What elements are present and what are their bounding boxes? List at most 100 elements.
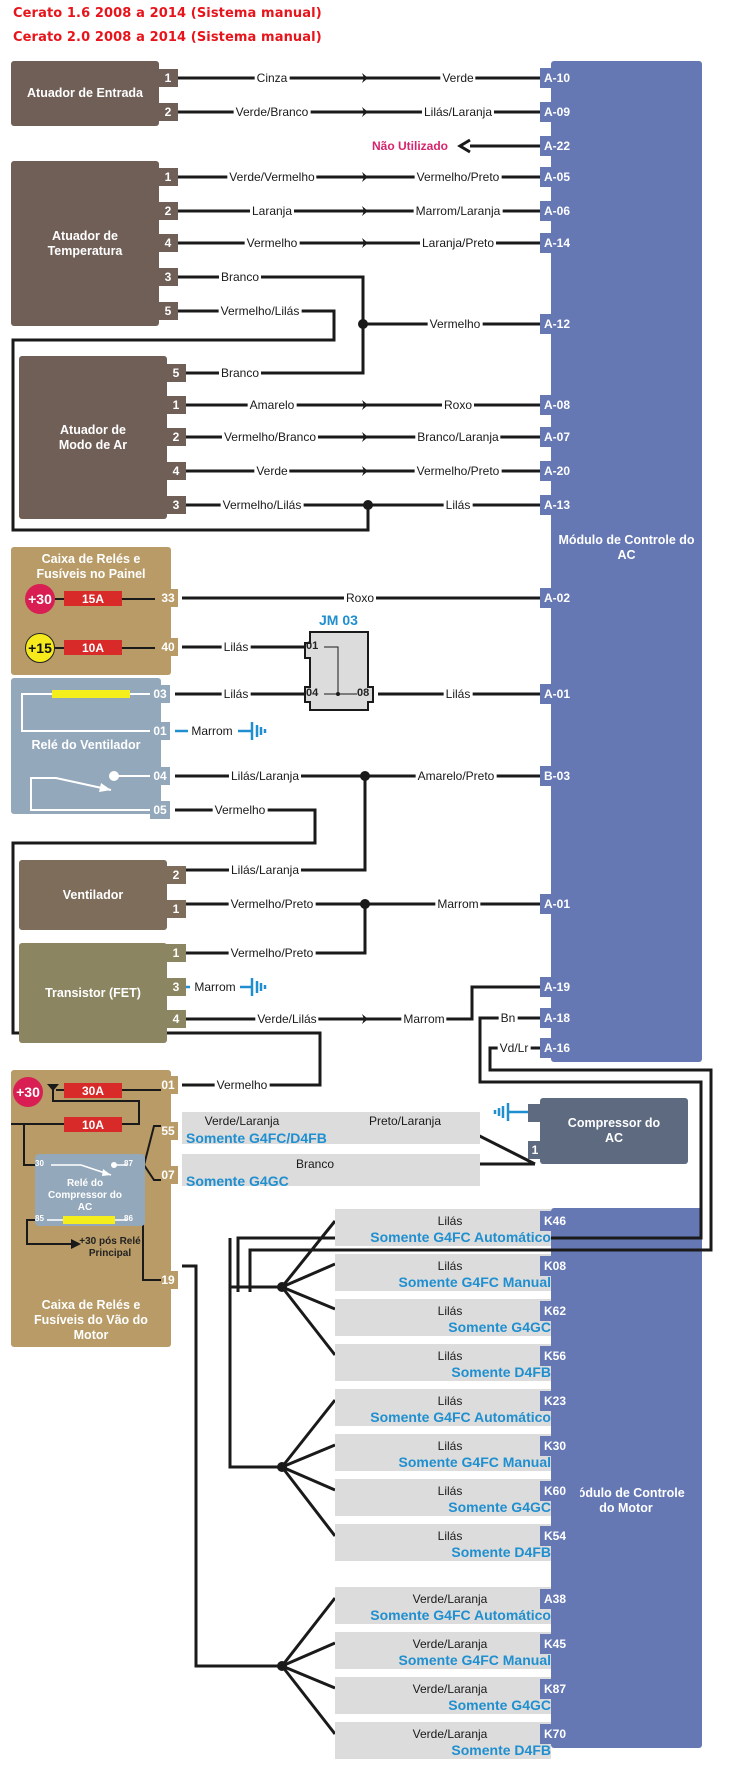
- ac-module-pin: A-09: [540, 102, 580, 122]
- ecm-variant-label: Somente G4FC Automático: [370, 1409, 551, 1425]
- compressor-relay-label: Relé do Compressor do AC: [48, 1178, 122, 1213]
- wire-label: Lilás: [435, 1349, 465, 1363]
- wire-label: Lilás: [435, 1214, 465, 1228]
- pin: 4: [158, 234, 178, 252]
- wire-label: Cinza: [254, 71, 290, 85]
- ecm-pin: K56: [540, 1346, 580, 1366]
- wire-label: Lilás/Laranja: [421, 105, 495, 119]
- wire: [280, 1597, 337, 1667]
- wire: [182, 1264, 282, 1668]
- wire: [280, 1286, 337, 1356]
- ac-module-pin: A-07: [540, 427, 580, 447]
- wire-label: Vd/Lr: [497, 1041, 531, 1055]
- wire: [280, 1399, 337, 1468]
- wire-label: Lilás/Laranja: [228, 769, 302, 783]
- atuador-temperatura: Atuador de Temperatura: [11, 161, 159, 326]
- pin: 1: [166, 944, 186, 962]
- wire: [248, 1046, 713, 1292]
- wire-label: Lilás: [443, 498, 473, 512]
- ecm-pin: K70: [540, 1724, 580, 1744]
- ecm-variant-label: Somente G4FC Automático: [370, 1229, 551, 1245]
- component-label: Atuador de Modo de Ar: [58, 422, 128, 452]
- wire-label: Marrom: [189, 724, 235, 738]
- ecm-pin: K23: [540, 1391, 580, 1411]
- ecm-label: Módulo de Controle do Motor: [567, 1486, 685, 1515]
- wire-label: Vermelho: [427, 317, 483, 331]
- ac-module-pin: A-05: [540, 167, 580, 187]
- pin: 3: [166, 978, 186, 996]
- ac-module-pin: A-01: [540, 684, 580, 704]
- arrow-left-icon: [457, 138, 471, 154]
- ground-group: [175, 722, 533, 1121]
- wire-label: Vermelho/Preto: [414, 464, 502, 478]
- wire-label: Verde: [440, 71, 476, 85]
- splice-dot: [277, 1462, 287, 1472]
- ac-module-pin: A-19: [540, 977, 580, 997]
- wire-label: Vermelho/Lilás: [218, 304, 302, 318]
- wire-label: Preto/Laranja: [366, 1114, 444, 1128]
- wire: [281, 1262, 336, 1289]
- ac-module-pin: A-06: [540, 201, 580, 221]
- main-relay-note: +30 pós Relé Principal: [79, 1236, 141, 1259]
- wire-label: Lilás: [435, 1394, 465, 1408]
- ecm-pin: K87: [540, 1679, 580, 1699]
- splice-dot: [360, 899, 370, 909]
- supply-15-badge: +15: [25, 633, 55, 663]
- wire-label: Marrom/Laranja: [413, 204, 503, 218]
- wire-label: Verde/Laranja: [410, 1727, 490, 1741]
- pin: 1: [158, 168, 178, 186]
- pin: 4: [166, 462, 186, 480]
- connector-icon: [362, 172, 368, 182]
- ac-module-pin: A-18: [540, 1008, 580, 1028]
- ecm-pin: K30: [540, 1436, 580, 1456]
- wire: [175, 774, 367, 872]
- connector-icon: [362, 432, 368, 442]
- connector-icon: [362, 1014, 368, 1024]
- ecm-variant-label: Somente G4FC Automático: [370, 1607, 551, 1623]
- splice-dot: [363, 500, 373, 510]
- connector-icon: [362, 238, 368, 248]
- component-label: Caixa de Relés e Fusíveis no Painel: [36, 552, 146, 581]
- pin: 1: [166, 396, 186, 414]
- pin: 55: [158, 1122, 178, 1140]
- wire-label: Vermelho: [244, 236, 300, 250]
- wire-label: Lilás: [221, 687, 251, 701]
- connector-icon: [362, 206, 368, 216]
- component-label: Atuador de Temperatura: [47, 228, 123, 258]
- wire-label: Amarelo: [247, 398, 297, 412]
- wire-label: Lilás: [221, 640, 251, 654]
- pin: 01: [150, 722, 170, 740]
- component-label: Relé do Ventilador: [31, 738, 141, 752]
- pin: 04: [150, 767, 170, 785]
- wire-label: Vermelho/Preto: [228, 897, 316, 911]
- wire: [281, 1285, 336, 1311]
- ecm-pin: K54: [540, 1526, 580, 1546]
- jm03-connector: [304, 631, 374, 711]
- wire: [281, 1465, 336, 1492]
- ac-module-pin: A-08: [540, 395, 580, 415]
- ac-compressor: Compressor do AC: [540, 1098, 688, 1164]
- unused-label: Não Utilizado: [372, 139, 449, 153]
- wire-label: Verde/Laranja: [410, 1592, 490, 1606]
- wire: [11, 808, 322, 1087]
- pin: 3: [166, 496, 186, 514]
- pin: 19: [158, 1271, 178, 1289]
- wire: [236, 1016, 703, 1292]
- wire: [228, 1238, 282, 1469]
- component-label: Transistor (FET): [45, 985, 141, 1000]
- component-label: Compressor do AC: [567, 1116, 661, 1145]
- ecm-pin: K08: [540, 1256, 580, 1276]
- wire-label: Marrom: [192, 980, 238, 994]
- ecm-variant-label: Somente G4GC: [448, 1499, 551, 1515]
- pin: 1: [166, 900, 186, 918]
- fan: Ventilador: [19, 860, 167, 930]
- wire: [281, 1664, 336, 1690]
- wire: [280, 1665, 337, 1735]
- variant-label: Somente G4FC/D4FB: [186, 1130, 327, 1146]
- component-label: Caixa de Relés e Fusíveis do Vão do Moto…: [34, 1298, 148, 1342]
- wire-label: Branco: [218, 270, 262, 284]
- ecm-pin: K45: [540, 1634, 580, 1654]
- ac-module-pin: A-02: [540, 588, 580, 608]
- relay-pin: 87: [124, 1159, 133, 1168]
- wire-label: Lilás: [435, 1259, 465, 1273]
